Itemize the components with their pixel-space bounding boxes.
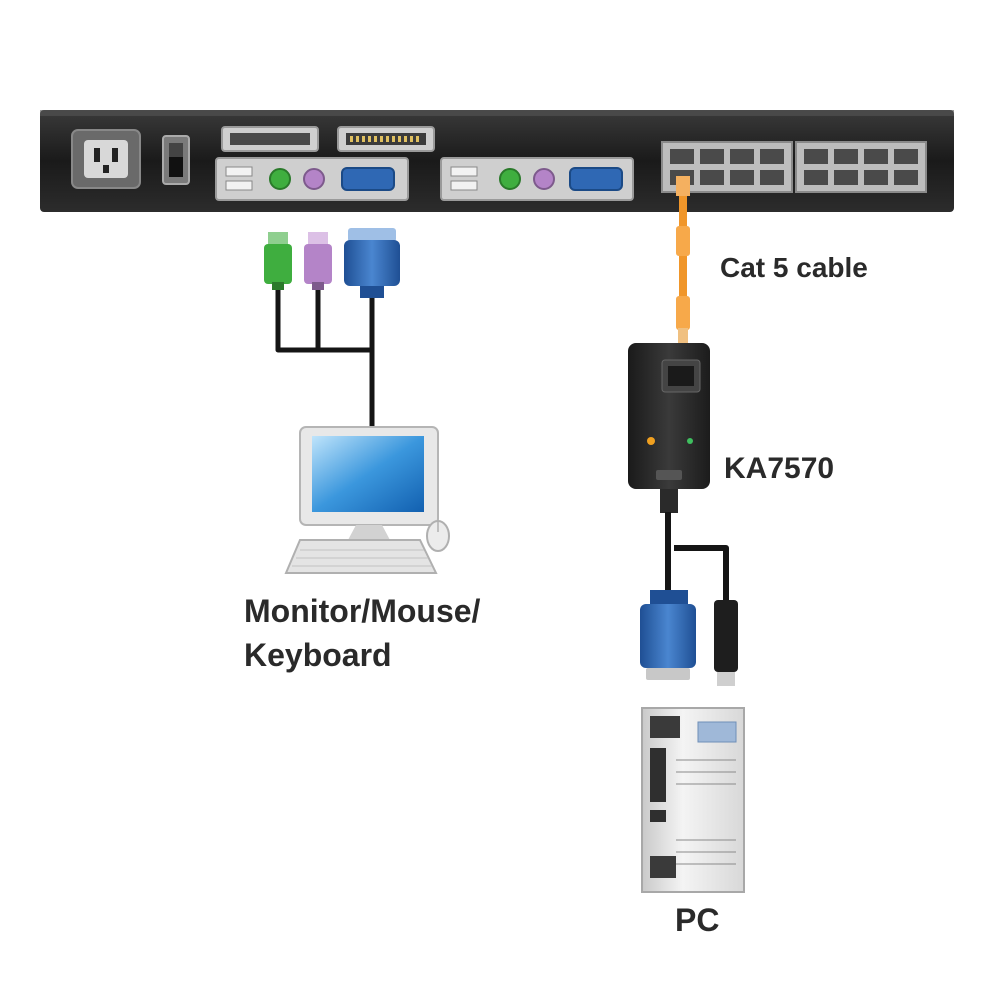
console-cable-set <box>275 288 375 428</box>
vga-port <box>341 167 395 191</box>
pc-tower-icon <box>641 707 745 893</box>
rj45-port-icon <box>670 149 918 185</box>
ps2-keyboard-plug <box>264 232 292 290</box>
monitor-icon <box>299 426 439 540</box>
console-port-panel-1 <box>215 157 409 201</box>
cat5-cable <box>676 176 690 344</box>
led-green <box>687 438 693 444</box>
ka7570-adapter <box>628 343 710 513</box>
kvm-switch-rear-panel <box>40 110 954 212</box>
led-orange <box>647 437 655 445</box>
adapter-label: KA7570 <box>724 452 835 485</box>
console-port-panel-2 <box>440 157 634 201</box>
power-switch-icon <box>162 135 190 185</box>
ps2-keyboard-port <box>269 168 291 190</box>
ps2-mouse-plug <box>304 232 332 290</box>
console-label-line2: Keyboard <box>244 637 392 673</box>
db-connector-left <box>221 126 319 152</box>
vga-plug <box>344 228 400 298</box>
power-inlet-icon <box>71 129 141 189</box>
adapter-cables <box>665 512 729 602</box>
vga-plug-pc <box>640 590 696 680</box>
usb-plug-pc <box>714 600 738 686</box>
mouse-icon <box>426 520 450 552</box>
db-connector-right <box>337 126 435 152</box>
pc-label: PC <box>675 902 720 938</box>
ps2-mouse-port <box>303 168 325 190</box>
cat5-cable-label: Cat 5 cable <box>720 252 868 283</box>
keyboard-icon <box>284 539 438 574</box>
rj45-port-bank <box>661 141 927 193</box>
console-label-line1: Monitor/Mouse/ <box>244 593 481 629</box>
